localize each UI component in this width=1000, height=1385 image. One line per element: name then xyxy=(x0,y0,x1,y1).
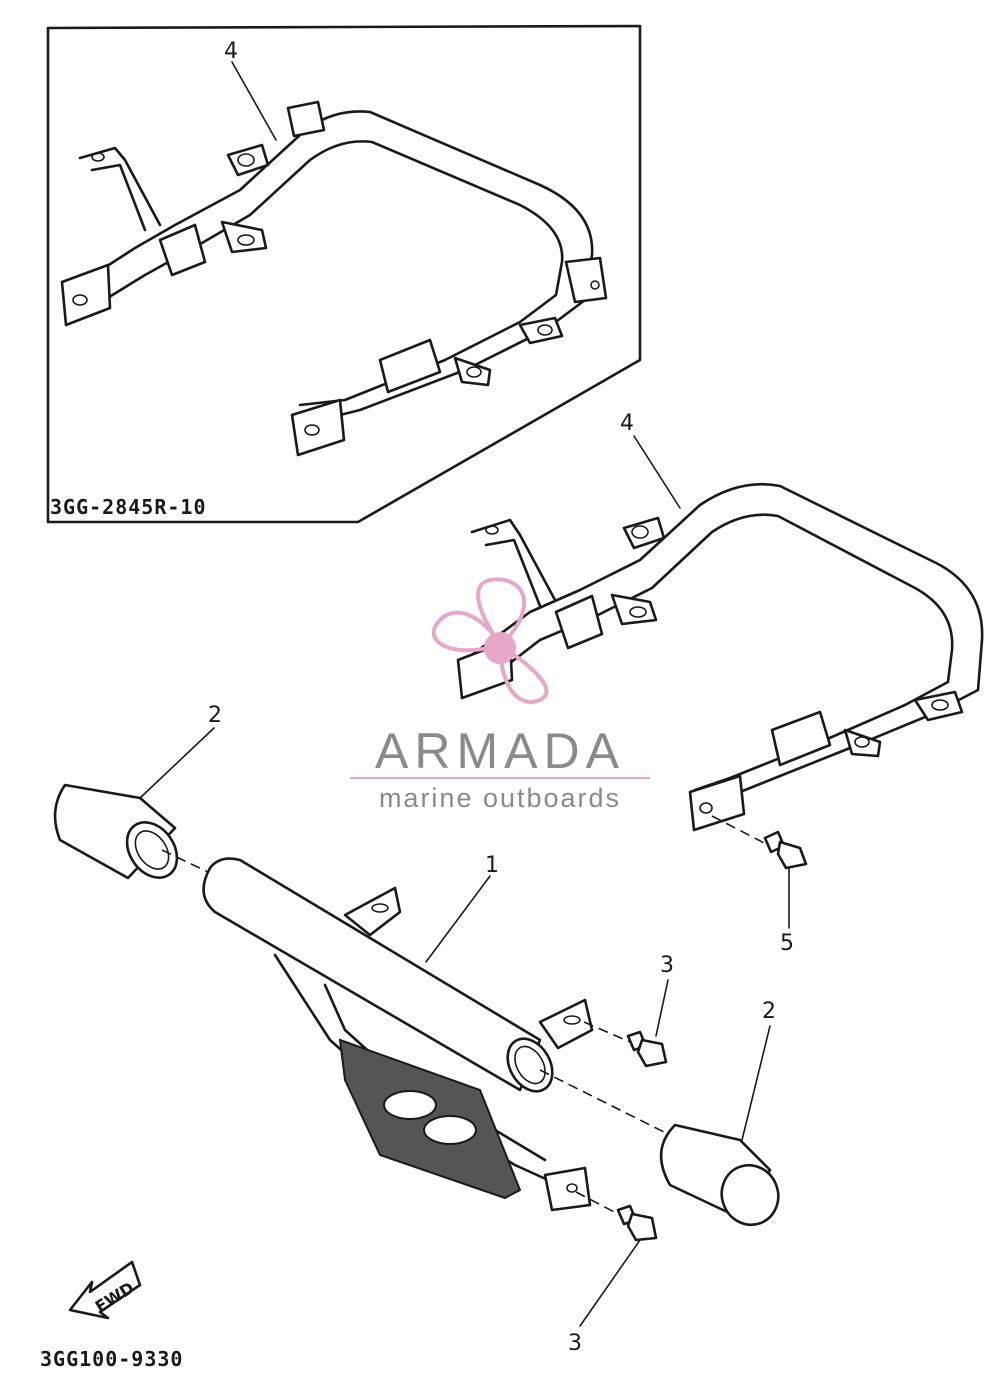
watermark-brand: ARMADA xyxy=(375,723,625,779)
callout-bolt-5: 5 xyxy=(780,931,794,956)
inset-part-code: 3GG-2845R-10 xyxy=(50,495,207,519)
bolt-3-upper xyxy=(583,1021,668,1068)
leader-line xyxy=(139,727,215,799)
callout-bolt-3-lower: 3 xyxy=(568,1331,582,1356)
armada-watermark: ARMADA marine outboards xyxy=(350,577,650,813)
grab-bar xyxy=(456,482,984,832)
callout-inset-bar: 4 xyxy=(224,39,238,64)
callout-cap-right: 2 xyxy=(762,999,776,1024)
callout-cap-left: 2 xyxy=(208,703,222,728)
bolt-5 xyxy=(711,815,808,870)
leader-line xyxy=(633,435,681,509)
callout-bolt-3-upper: 3 xyxy=(660,953,674,978)
leader-line xyxy=(655,979,669,1037)
guard xyxy=(202,857,594,1212)
diagram-code: 3GG100-9330 xyxy=(40,1347,183,1371)
end-cap-left xyxy=(53,783,209,880)
leader-line xyxy=(579,1239,641,1327)
leader-line xyxy=(231,61,277,141)
leader-line xyxy=(425,875,491,963)
watermark-tagline: marine outboards xyxy=(379,783,621,813)
callout-grab-bar: 4 xyxy=(620,411,634,436)
inset-grab-bar xyxy=(60,100,608,457)
inset-panel xyxy=(46,24,642,524)
bolt-3-lower xyxy=(575,1191,658,1242)
leader-line xyxy=(741,1025,771,1141)
callout-guard: 1 xyxy=(485,853,499,878)
propeller-logo-icon xyxy=(431,577,549,704)
end-cap-right xyxy=(539,1069,780,1227)
fwd-arrow-icon: FWD xyxy=(68,1260,142,1320)
